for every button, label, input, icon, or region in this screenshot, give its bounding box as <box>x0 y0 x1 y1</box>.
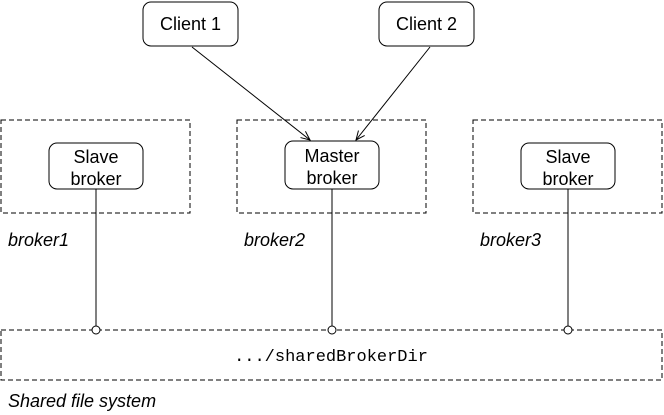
client-1: Client 1 <box>142 1 239 47</box>
shared-file-system: .../sharedBrokerDir Shared file system <box>0 329 663 411</box>
client-1-box <box>142 1 239 47</box>
client-2-label: Client 2 <box>396 14 457 34</box>
client2-to-master-arrow <box>356 46 431 140</box>
master-broker-label-line1: Master <box>304 146 359 166</box>
client1-to-master-arrow <box>191 46 310 140</box>
slave-broker-1-label-line2: broker <box>70 169 121 189</box>
client-1-label: Client 1 <box>160 14 221 34</box>
master-broker-label-line2: broker <box>306 168 357 188</box>
broker1-name: broker1 <box>8 230 69 250</box>
broker1-port <box>91 325 101 335</box>
client-2-box <box>378 1 475 47</box>
slave-broker-3-label-line1: Slave <box>545 147 590 167</box>
broker1-node: Slave broker broker1 <box>0 119 191 250</box>
shared-broker-dir-path: .../sharedBrokerDir <box>234 348 428 367</box>
broker3-node: Slave broker broker3 <box>472 119 663 250</box>
broker3-port <box>563 325 573 335</box>
slave-broker-1-label-line1: Slave <box>73 147 118 167</box>
broker3-name: broker3 <box>480 230 541 250</box>
broker2-node: Master broker broker2 <box>236 119 427 250</box>
shared-file-system-caption: Shared file system <box>8 391 156 411</box>
client-2: Client 2 <box>378 1 475 47</box>
broker2-name: broker2 <box>244 230 305 250</box>
broker2-port <box>327 325 337 335</box>
slave-broker-3-label-line2: broker <box>542 169 593 189</box>
